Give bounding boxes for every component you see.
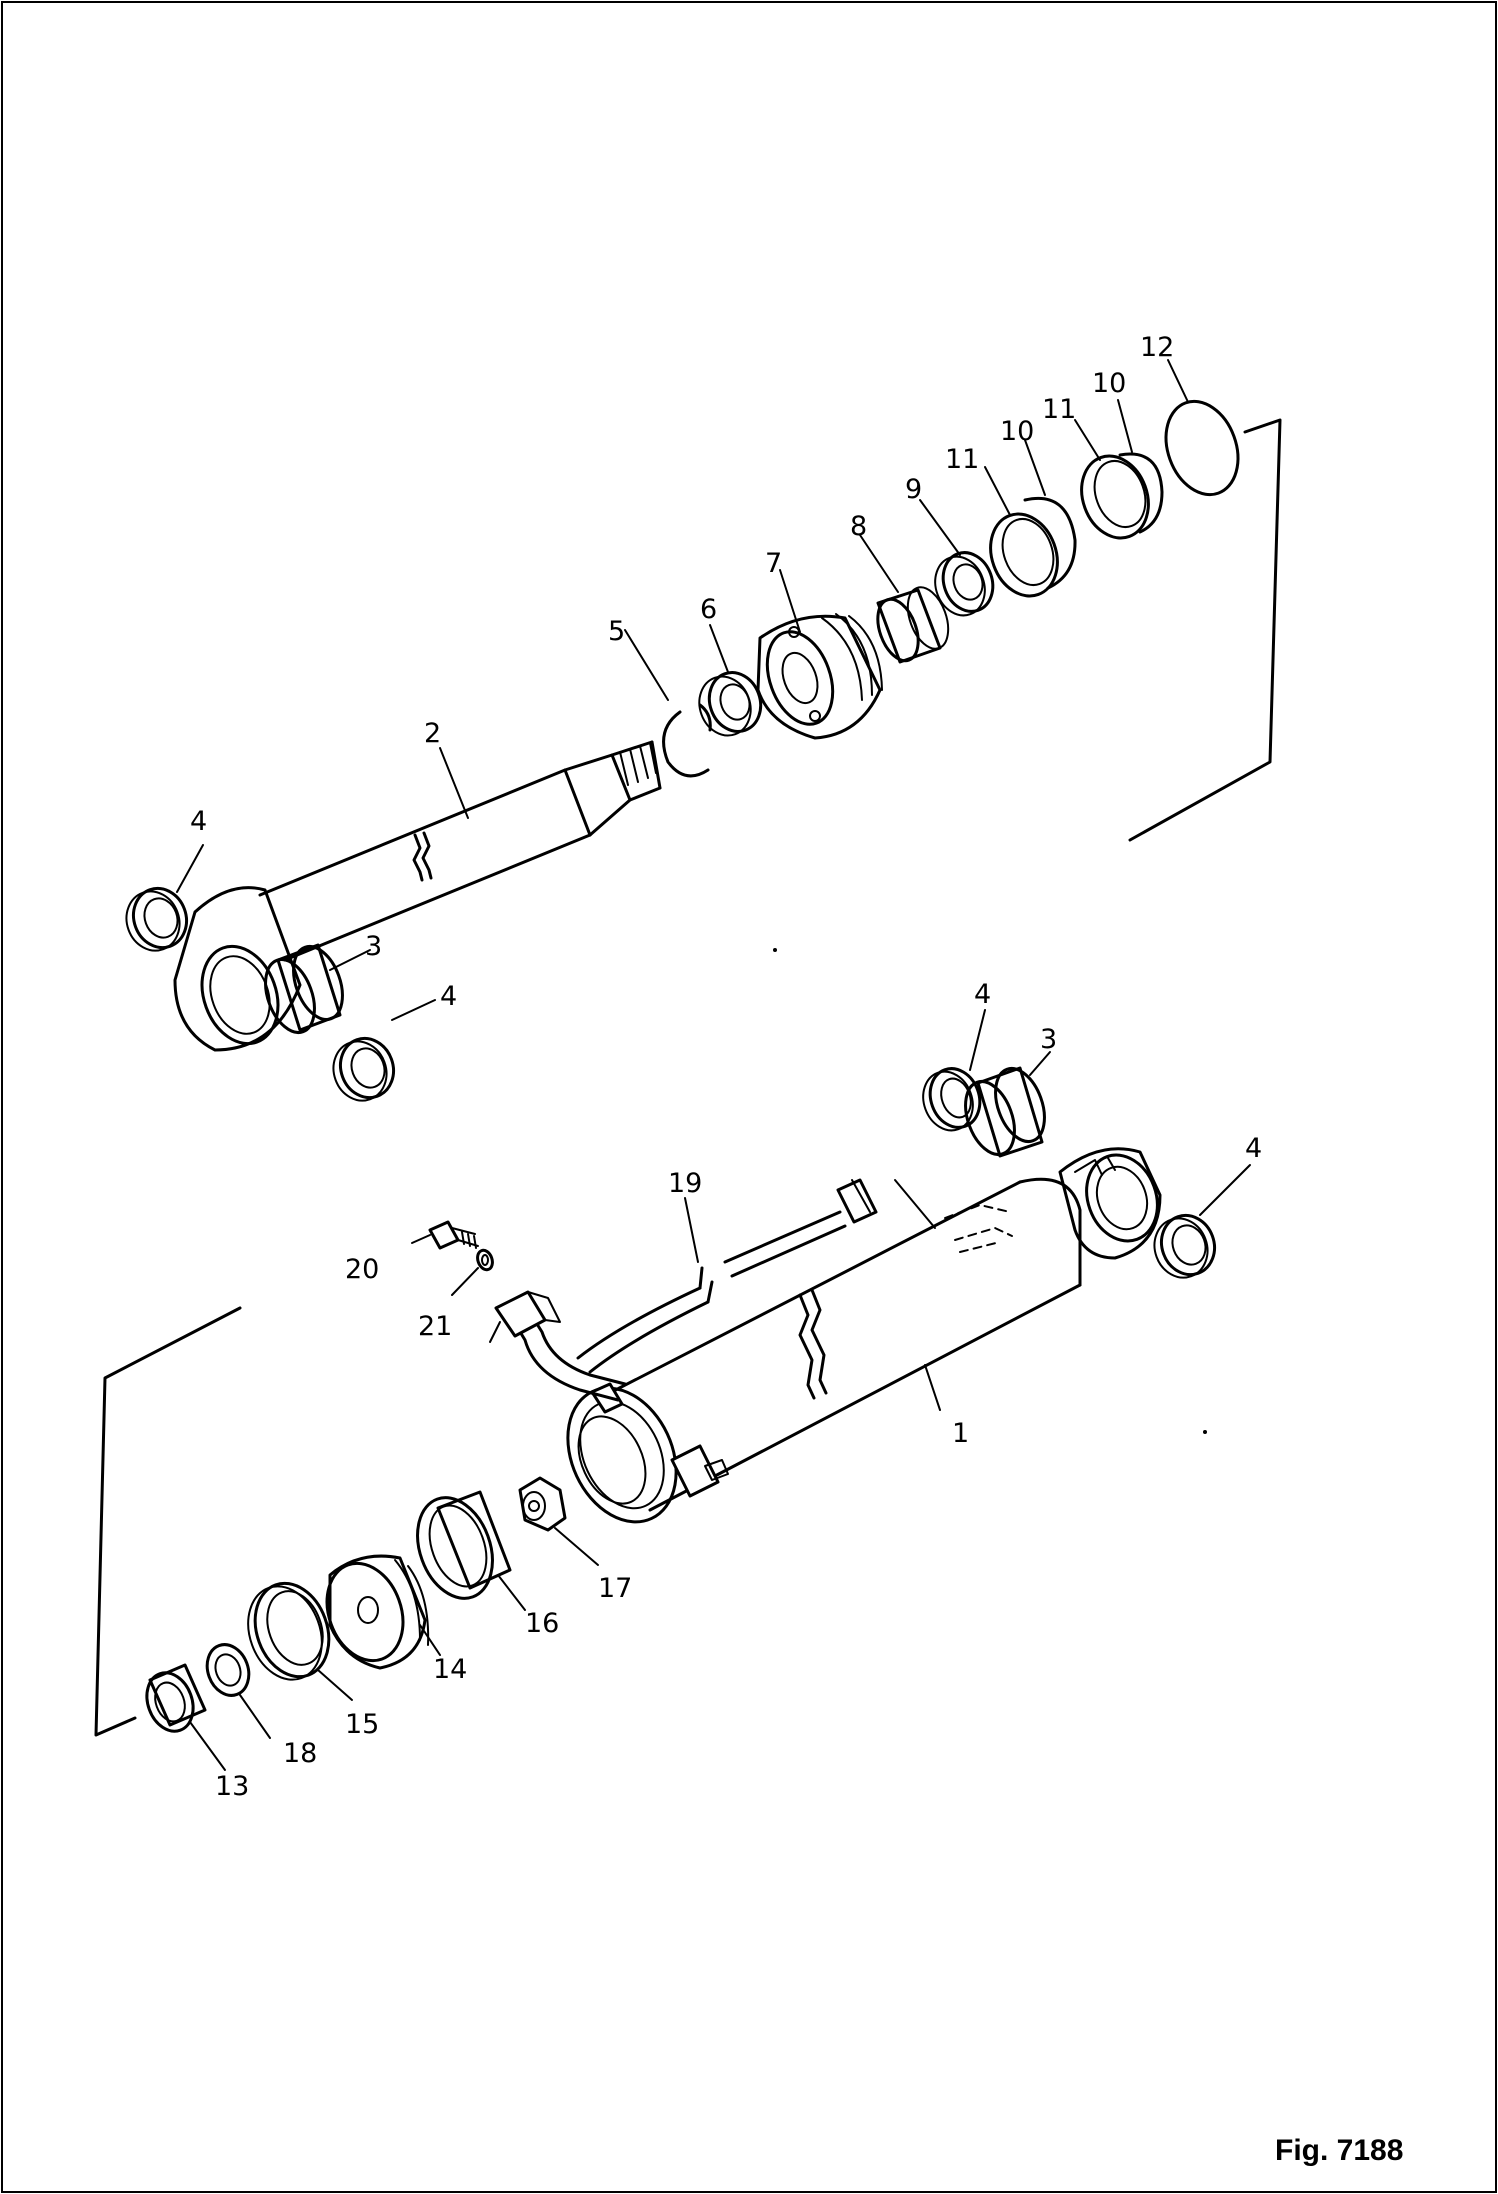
figure-caption: Fig. 7188 xyxy=(1275,2134,1403,2167)
label-5: 5 xyxy=(608,616,625,647)
label-6: 6 xyxy=(700,594,717,625)
rod-packing xyxy=(416,1490,512,1600)
label-18: 18 xyxy=(283,1738,317,1769)
label-13: 13 xyxy=(215,1771,249,1802)
label-10-left: 10 xyxy=(1000,416,1034,447)
label-3-rod: 3 xyxy=(365,931,382,962)
label-16: 16 xyxy=(525,1608,559,1639)
lower-leader-lines xyxy=(189,1009,1251,1771)
label-4-bottom-a: 4 xyxy=(974,979,991,1010)
label-7: 7 xyxy=(765,548,782,579)
scan-dot-1 xyxy=(773,948,777,952)
upper-labels: 4 2 3 4 5 6 7 8 9 11 10 11 10 12 xyxy=(190,332,1174,1012)
upper-leader-lines xyxy=(176,359,1189,1021)
label-21: 21 xyxy=(418,1311,452,1342)
label-12: 12 xyxy=(1140,332,1174,363)
bottom-dust-seal-a xyxy=(922,1067,982,1132)
label-17: 17 xyxy=(598,1573,632,1604)
label-20: 20 xyxy=(345,1254,379,1285)
label-1: 1 xyxy=(952,1418,969,1449)
label-4-bottom-b: 4 xyxy=(1245,1133,1262,1164)
wear-ring-right xyxy=(1118,452,1164,534)
piston xyxy=(756,613,883,740)
bolt xyxy=(428,1220,479,1250)
wear-ring-left xyxy=(1023,496,1077,590)
buffer-ring xyxy=(247,1581,331,1681)
label-2: 2 xyxy=(424,718,441,749)
cylinder-assembly: 4 3 4 19 20 21 1 17 16 14 15 18 13 xyxy=(94,979,1262,1802)
o-ring xyxy=(1164,399,1240,497)
label-3-bottom: 3 xyxy=(1040,1024,1057,1055)
label-10-right: 10 xyxy=(1092,368,1126,399)
washer xyxy=(476,1248,494,1272)
lower-labels: 4 3 4 19 20 21 1 17 16 14 15 18 13 xyxy=(215,979,1262,1802)
backup-ring xyxy=(205,1643,251,1697)
cylinder-head xyxy=(325,1554,430,1670)
rod-bushing xyxy=(264,943,344,1034)
cushion-plunger xyxy=(518,1476,567,1532)
group-bracket-lower xyxy=(94,1306,242,1737)
rod-dust-seal-left xyxy=(125,886,188,952)
bottom-dust-seal-b xyxy=(1153,1213,1216,1279)
piston-bearing xyxy=(934,551,995,617)
label-9: 9 xyxy=(905,474,922,505)
cylinder-tube xyxy=(566,1177,1082,1524)
bottom-bushing xyxy=(964,1066,1046,1158)
snap-ring xyxy=(662,703,712,778)
label-15: 15 xyxy=(345,1709,379,1740)
piston-ring-right xyxy=(1080,454,1150,540)
piping xyxy=(489,1178,878,1402)
label-8: 8 xyxy=(850,511,867,542)
cushion-bushing xyxy=(145,1663,207,1733)
group-bracket-upper xyxy=(1128,418,1282,842)
label-4-rod-left: 4 xyxy=(190,806,207,837)
scan-dot-2 xyxy=(1203,1430,1207,1434)
label-19: 19 xyxy=(668,1168,702,1199)
label-14: 14 xyxy=(433,1654,467,1685)
label-11-right: 11 xyxy=(1042,394,1076,425)
cylinder-bottom-eye xyxy=(1058,1147,1162,1260)
rod-assembly: 4 2 3 4 5 6 7 8 9 11 10 11 10 12 xyxy=(125,332,1282,1102)
piston-collar xyxy=(876,586,950,664)
label-11-left: 11 xyxy=(945,444,979,475)
piston-rod xyxy=(258,740,662,962)
rod-dust-seal-right xyxy=(332,1036,395,1102)
label-4-rod-right: 4 xyxy=(440,981,457,1012)
